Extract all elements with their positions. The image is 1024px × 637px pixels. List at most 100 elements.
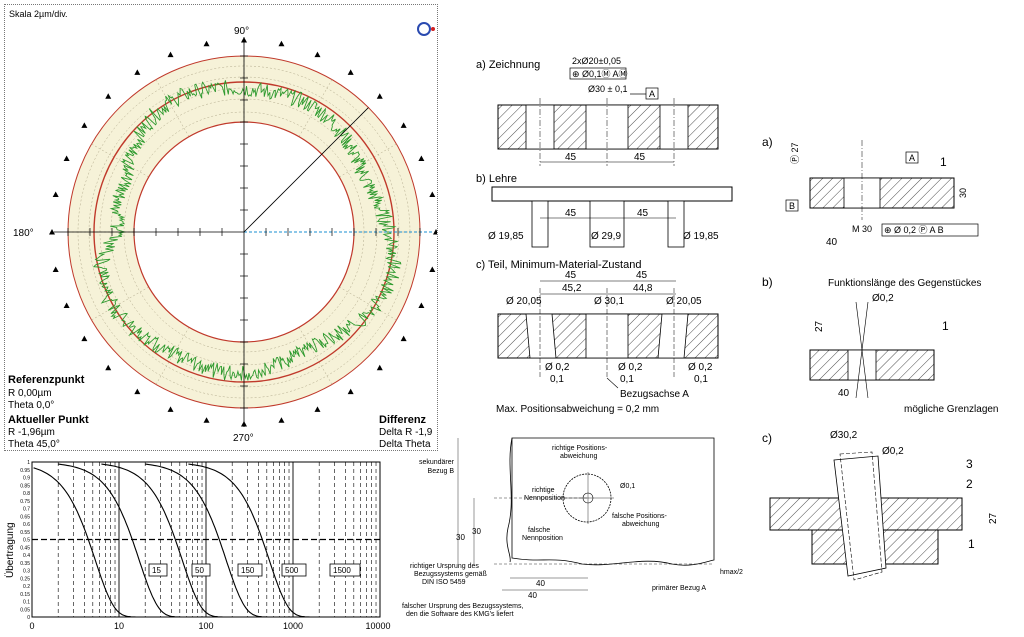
angle-marker-icon [203,40,210,47]
angle-marker-icon [241,37,247,43]
angle-marker-icon [400,122,407,128]
c-d1: Ø 20,05 [506,296,542,307]
right-svg: a) Ⓟ 27 A 1 B 30 M 30 ⊕ Ø 0,2 Ⓟ A B 40 b… [762,135,999,581]
angle-marker-icon [418,302,425,308]
diff-theta: Delta Theta [379,439,431,450]
ytick-label: 0.15 [20,592,30,598]
ra-label: a) [762,135,773,149]
rc-d02: Ø0,2 [882,446,904,457]
rc-d302: Ø30,2 [830,430,858,441]
richtige-nenn2: Nennposition [524,495,565,502]
xtick-1000: 1000 [283,621,303,631]
angle-marker-icon [134,69,141,75]
angle-marker-icon [314,51,321,58]
curve-label-500: 500 [285,566,299,575]
sek2: Bezug B [428,468,455,475]
ytick-label: 0.2 [23,584,30,590]
c-label: c) Teil, Minimum-Material-Zustand [476,259,641,271]
ytick-label: 0.3 [23,569,30,575]
curve-label-box [191,563,211,577]
angle-marker-icon [167,406,174,412]
one-c: 1 [968,537,975,551]
ytick-label: 0.5 [23,538,30,544]
fcf1: ⊕ Ø0,1Ⓜ AⓂ [572,69,628,79]
ytick-label: 0.8 [23,491,30,497]
diff-title: Differenz [379,414,427,426]
angle-marker-icon [418,155,425,162]
cmm-diagram: sekundärer Bezug B richtige Positions- a… [392,428,752,628]
hmax: hmax/2 [720,569,743,576]
ytick-label: 0.05 [20,607,30,613]
b-d1: Ø 19,85 [488,231,524,242]
curve-label-box [281,563,307,577]
curve-label-box [148,563,168,577]
angle-180: 180° [13,228,34,239]
ra-40: 40 [826,237,838,248]
polar-panel: Skala 2µm/div. 90° 180° 270° Referenzpun… [4,4,438,451]
ref-r: R 0,00µm [8,388,52,399]
ytick-label: 0.75 [20,499,30,505]
rc-27: 27 [988,512,999,524]
funk: Funktionslänge des Gegenstückes [828,278,981,289]
d01: Ø0,1 [620,483,635,490]
m30: M 30 [852,224,872,234]
angle-marker-icon [400,335,407,342]
polar-spoke [155,79,190,137]
ra-30: 30 [958,188,968,198]
fal-urs: falscher Ursprung des Bezugssystems, [402,603,523,610]
cur-theta: Theta 45,0° [8,439,60,450]
ytick-label: 0.45 [20,545,30,551]
dim40a: 40 [536,579,545,588]
three: 3 [966,457,973,471]
c-t3: Ø 0,2 [688,362,713,373]
b-d2: Ø 29,9 [591,231,621,242]
angle-marker-icon [203,417,210,423]
rich-urs: richtiger Ursprung des [410,563,479,570]
dim45-a1: 45 [565,152,577,163]
ytick-label: 0.6 [23,522,30,528]
angle-marker-icon [429,266,436,272]
rb-40: 40 [838,388,850,399]
cur-title: Aktueller Punkt [8,414,89,426]
angle-90: 90° [234,26,249,37]
ref-theta: Theta 0,0° [8,400,54,411]
cursor-45-line [243,107,369,233]
ytick-label: 0.9 [23,476,30,482]
ra-fcf: ⊕ Ø 0,2 Ⓟ A B [884,225,944,235]
b-d3: Ø 19,85 [683,231,719,242]
angle-marker-icon [241,421,247,427]
angle-marker-icon [105,364,112,371]
c45-3: 45,2 [562,283,582,294]
c-s1: 0,1 [550,374,564,385]
xtick-10: 10 [114,621,124,631]
dim45-b1: 45 [565,208,577,219]
ytick-label: 0 [27,615,30,621]
transfer-curve-1500 [188,463,380,618]
datum-a: A [649,89,655,99]
c-s3: 0,1 [694,374,708,385]
max-pos: Max. Positionsabweichung = 0,2 mm [496,404,659,415]
angle-marker-icon [167,51,174,58]
ra-datum-a: A [909,153,915,163]
richtige-pos: richtige Positions- [552,445,608,452]
rich-urs2: Bezugssystems gemäß [414,571,487,578]
angle-marker-icon [81,122,88,128]
grenz: mögliche Grenzlagen [904,404,999,415]
angle-marker-icon [347,69,354,75]
rb-d02: Ø0,2 [872,293,894,304]
one-b: 1 [942,319,949,333]
dim-center: Ø30 ± 0,1 [588,84,627,94]
polar-spoke [155,327,190,385]
c45-4: 44,8 [633,283,653,294]
polar-spoke [339,143,397,178]
rb-label: b) [762,275,773,289]
a-label: a) Zeichnung [476,59,540,71]
ytick-label: 1 [27,460,30,466]
angle-marker-icon [347,388,354,395]
curve-label-1500: 1500 [333,566,351,575]
falsche-pos2: abweichung [622,521,659,528]
polar-spoke [91,143,149,178]
angle-marker-icon [63,155,70,162]
ytick-label: 0.95 [20,468,30,474]
